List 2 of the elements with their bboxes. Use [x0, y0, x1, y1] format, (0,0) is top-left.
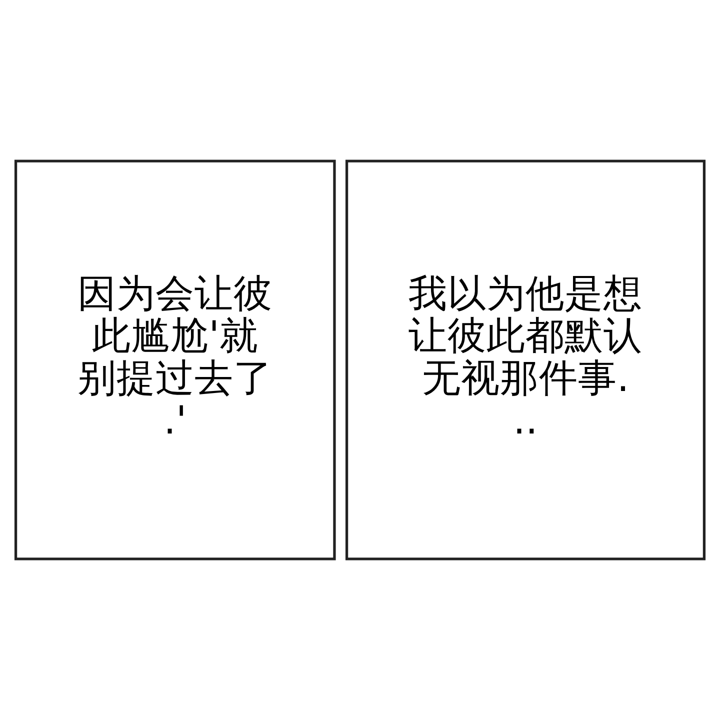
node-box: 我以为他是想让彼此都默认无视那件事... — [345, 160, 706, 560]
node-box: 因为会让彼此尴尬'就别提过去了.' — [14, 160, 336, 560]
